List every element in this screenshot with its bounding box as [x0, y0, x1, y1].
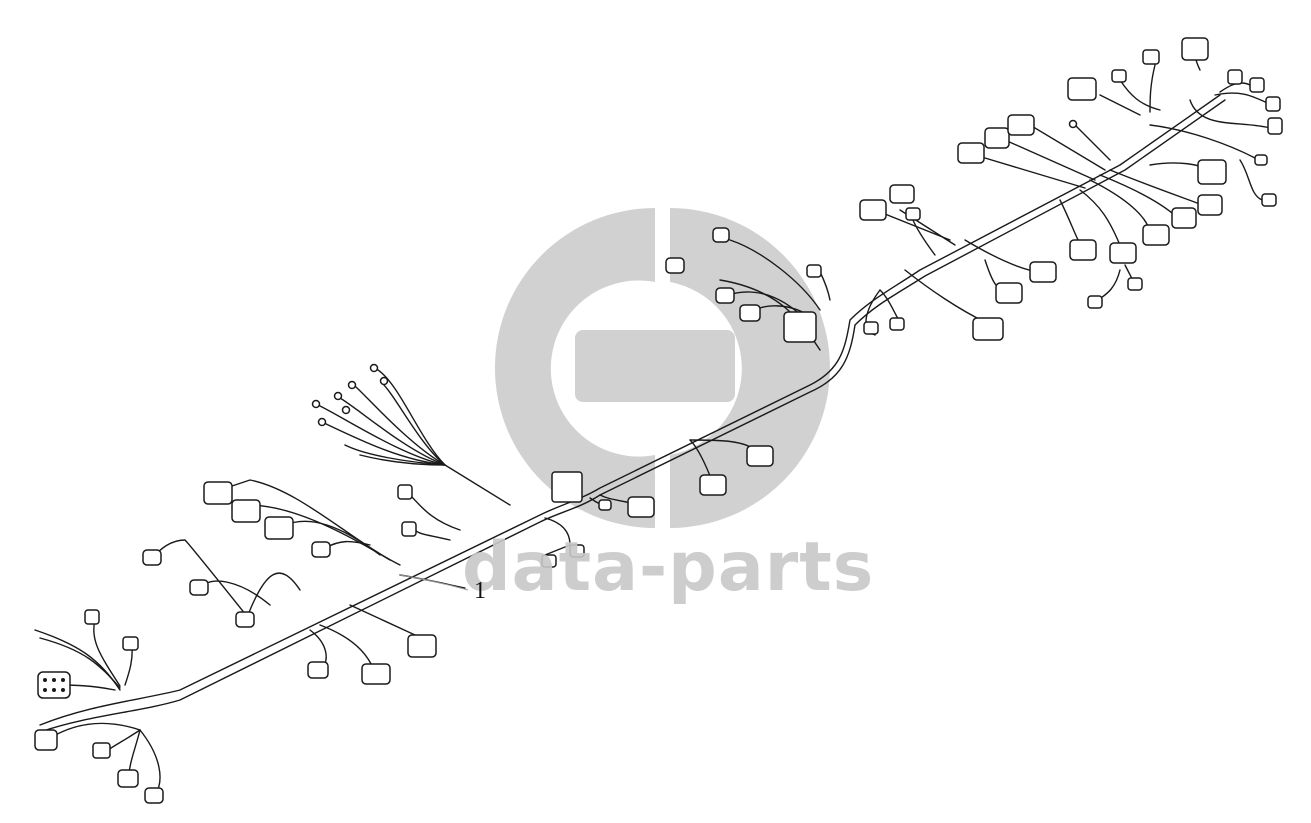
- connector: [889, 184, 915, 204]
- connector: [235, 611, 255, 628]
- connector: [715, 287, 735, 304]
- connector: [401, 521, 417, 537]
- connector: [1254, 154, 1268, 166]
- connector: [1142, 224, 1170, 246]
- connector: [889, 317, 905, 331]
- connector: [806, 264, 822, 278]
- connector: [361, 663, 391, 685]
- ring-terminal: [311, 399, 321, 409]
- connector: [307, 661, 329, 679]
- connector: [551, 471, 583, 503]
- connector: [598, 499, 612, 511]
- main-trunk-wire: [39, 94, 1226, 733]
- connector: [627, 496, 655, 518]
- connector: [189, 579, 209, 596]
- connector: [712, 227, 730, 243]
- connector: [665, 257, 685, 274]
- connector: [1069, 239, 1097, 261]
- connector: [1142, 49, 1160, 65]
- connector: [541, 554, 557, 568]
- connector: [957, 142, 985, 164]
- connector: [1171, 207, 1197, 229]
- connector: [739, 304, 761, 322]
- connector: [1181, 37, 1209, 61]
- connector: [1087, 295, 1103, 309]
- connector: [972, 317, 1004, 341]
- connector: [699, 474, 727, 496]
- ring-terminal: [369, 363, 379, 373]
- connector: [264, 516, 294, 540]
- connector: [1127, 277, 1143, 291]
- connector: [1267, 117, 1283, 135]
- connector: [203, 481, 233, 505]
- connector: [1197, 194, 1223, 216]
- connector: [1067, 77, 1097, 101]
- ring-terminal: [333, 391, 343, 401]
- connector: [92, 742, 111, 759]
- connector: [1197, 159, 1227, 185]
- ring-terminal: [317, 417, 327, 427]
- connector: [122, 636, 139, 651]
- connector: [1029, 261, 1057, 283]
- connector: [397, 484, 413, 500]
- connector: [144, 787, 164, 804]
- callout-label: 1: [474, 578, 486, 604]
- connector: [1111, 69, 1127, 83]
- connector: [995, 282, 1023, 304]
- connector: [783, 311, 817, 343]
- connector: [859, 199, 887, 221]
- connector: [863, 321, 879, 335]
- connector: [142, 549, 162, 566]
- callout-leader-line: [399, 574, 469, 591]
- connectors: [34, 37, 1283, 804]
- gd-logo-icon: [494, 207, 830, 528]
- ring-terminal: [341, 405, 351, 415]
- connector: [1261, 193, 1277, 207]
- connector: [1227, 69, 1243, 85]
- connector: [34, 729, 58, 751]
- connector: [117, 769, 139, 788]
- connector: [84, 609, 100, 625]
- connector: [746, 445, 774, 467]
- connector: [1007, 114, 1035, 136]
- connector: [231, 499, 261, 523]
- ring-terminal: [1068, 119, 1078, 129]
- connector: [1249, 77, 1265, 93]
- connector: [407, 634, 437, 658]
- connector: [569, 544, 585, 558]
- connector: [984, 127, 1010, 149]
- connector: [905, 207, 921, 221]
- connector: [37, 671, 71, 699]
- connector: [311, 541, 331, 558]
- watermark-text: data-parts: [462, 528, 875, 607]
- ring-terminal: [379, 376, 389, 386]
- ring-terminal-bundle: [317, 369, 511, 506]
- ring-terminal: [347, 380, 357, 390]
- connector: [1109, 242, 1137, 264]
- connector: [1265, 96, 1281, 112]
